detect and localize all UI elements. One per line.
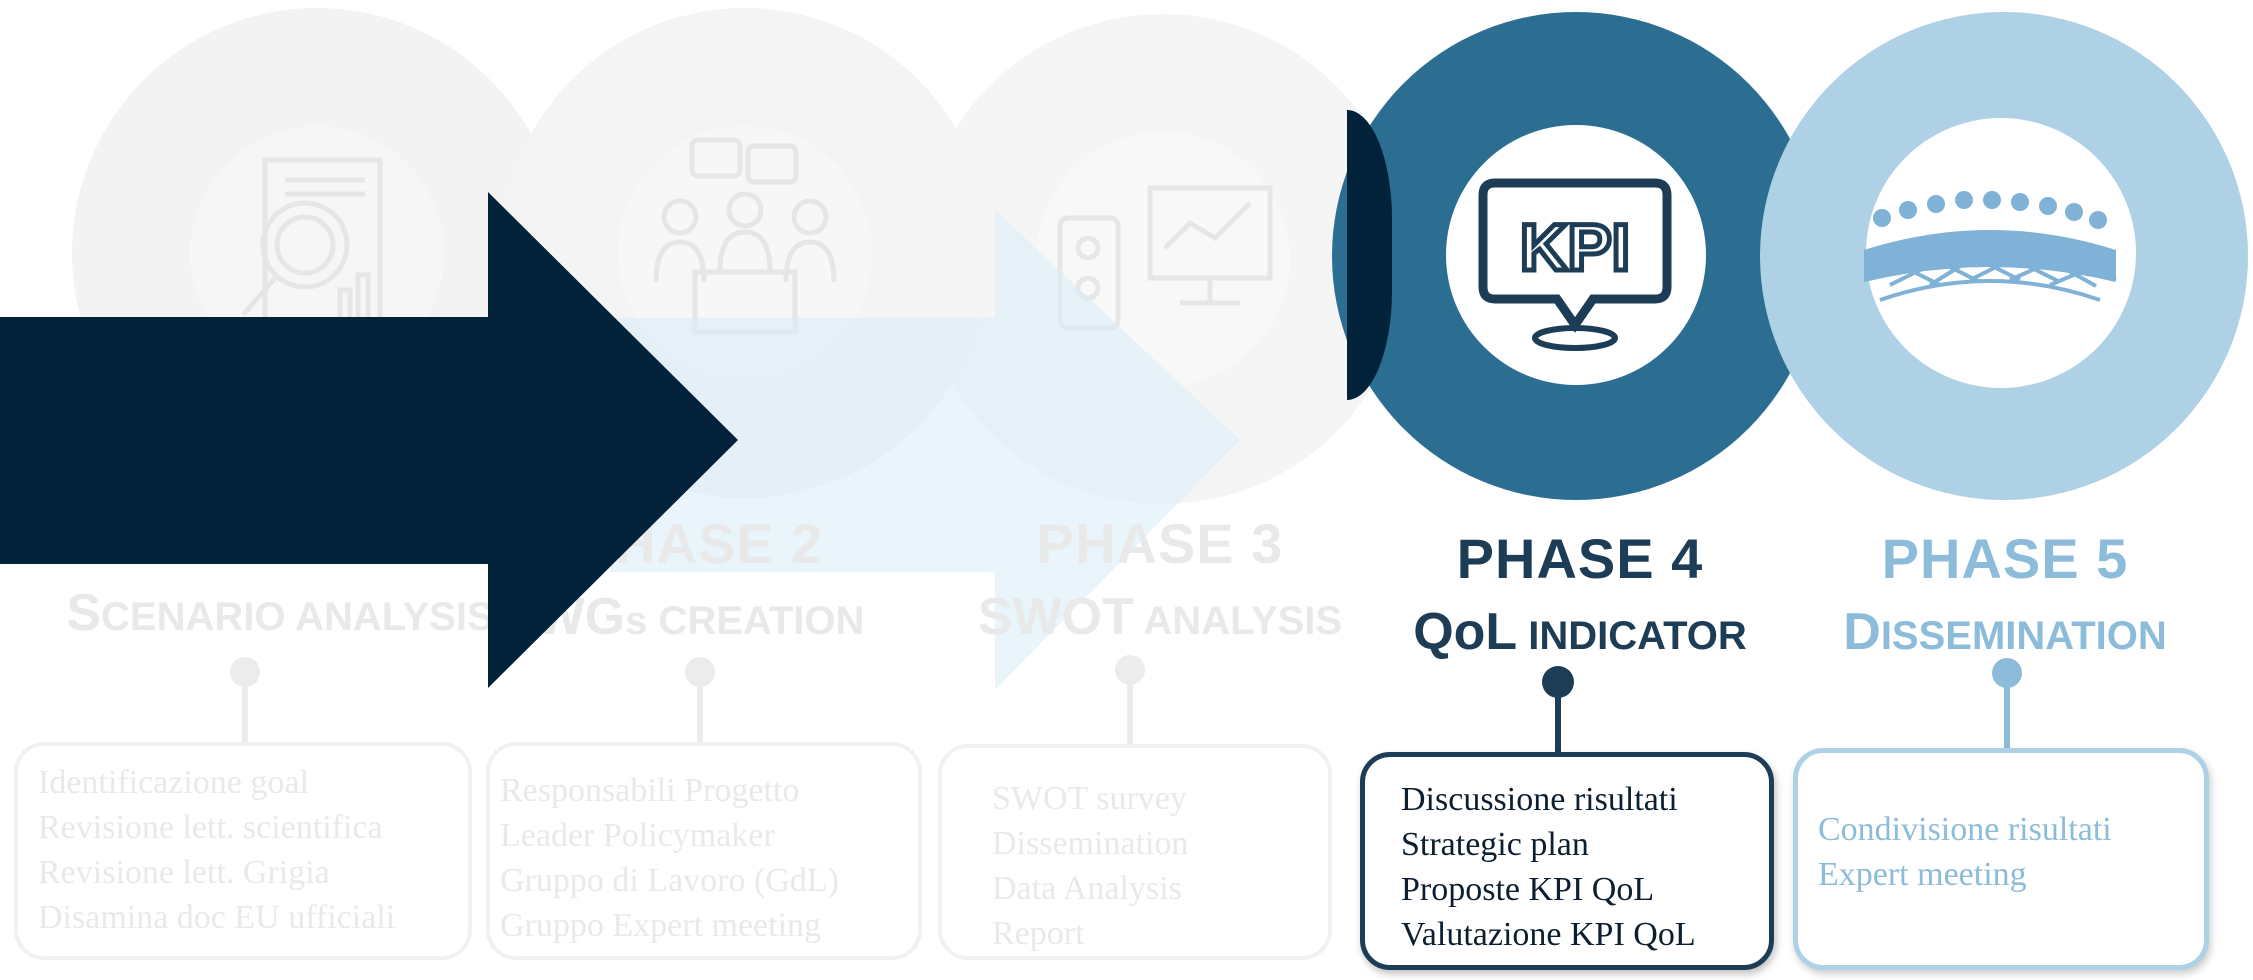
phase-5-heading: PHASE 5 DISSEMINATION [1843, 527, 2167, 661]
audience-icon [1863, 191, 2117, 302]
phase-4-heading: PHASE 4 QoL INDICATOR [1413, 527, 1747, 661]
phase-5-box: Condivisione risultati Expert meeting [1793, 748, 2209, 970]
kpi-icon-label: KPI [1520, 210, 1630, 284]
phase-1-box: Identificazione goal Revisione lett. sci… [14, 742, 472, 960]
phase-3-heading: PHASE 3 SWOT ANALYSIS [977, 512, 1343, 646]
phase-4-box: Discussione risultati Strategic plan Pro… [1360, 752, 1774, 970]
kpi-icon: KPI [1478, 178, 1672, 351]
phase-2-box: Responsabili Progetto Leader Policymaker… [486, 742, 922, 960]
phase-3-box: SWOT survey Dissemination Data Analysis … [938, 744, 1332, 960]
phase-1-heading: SCENARIO ANALYSIS [66, 584, 494, 642]
